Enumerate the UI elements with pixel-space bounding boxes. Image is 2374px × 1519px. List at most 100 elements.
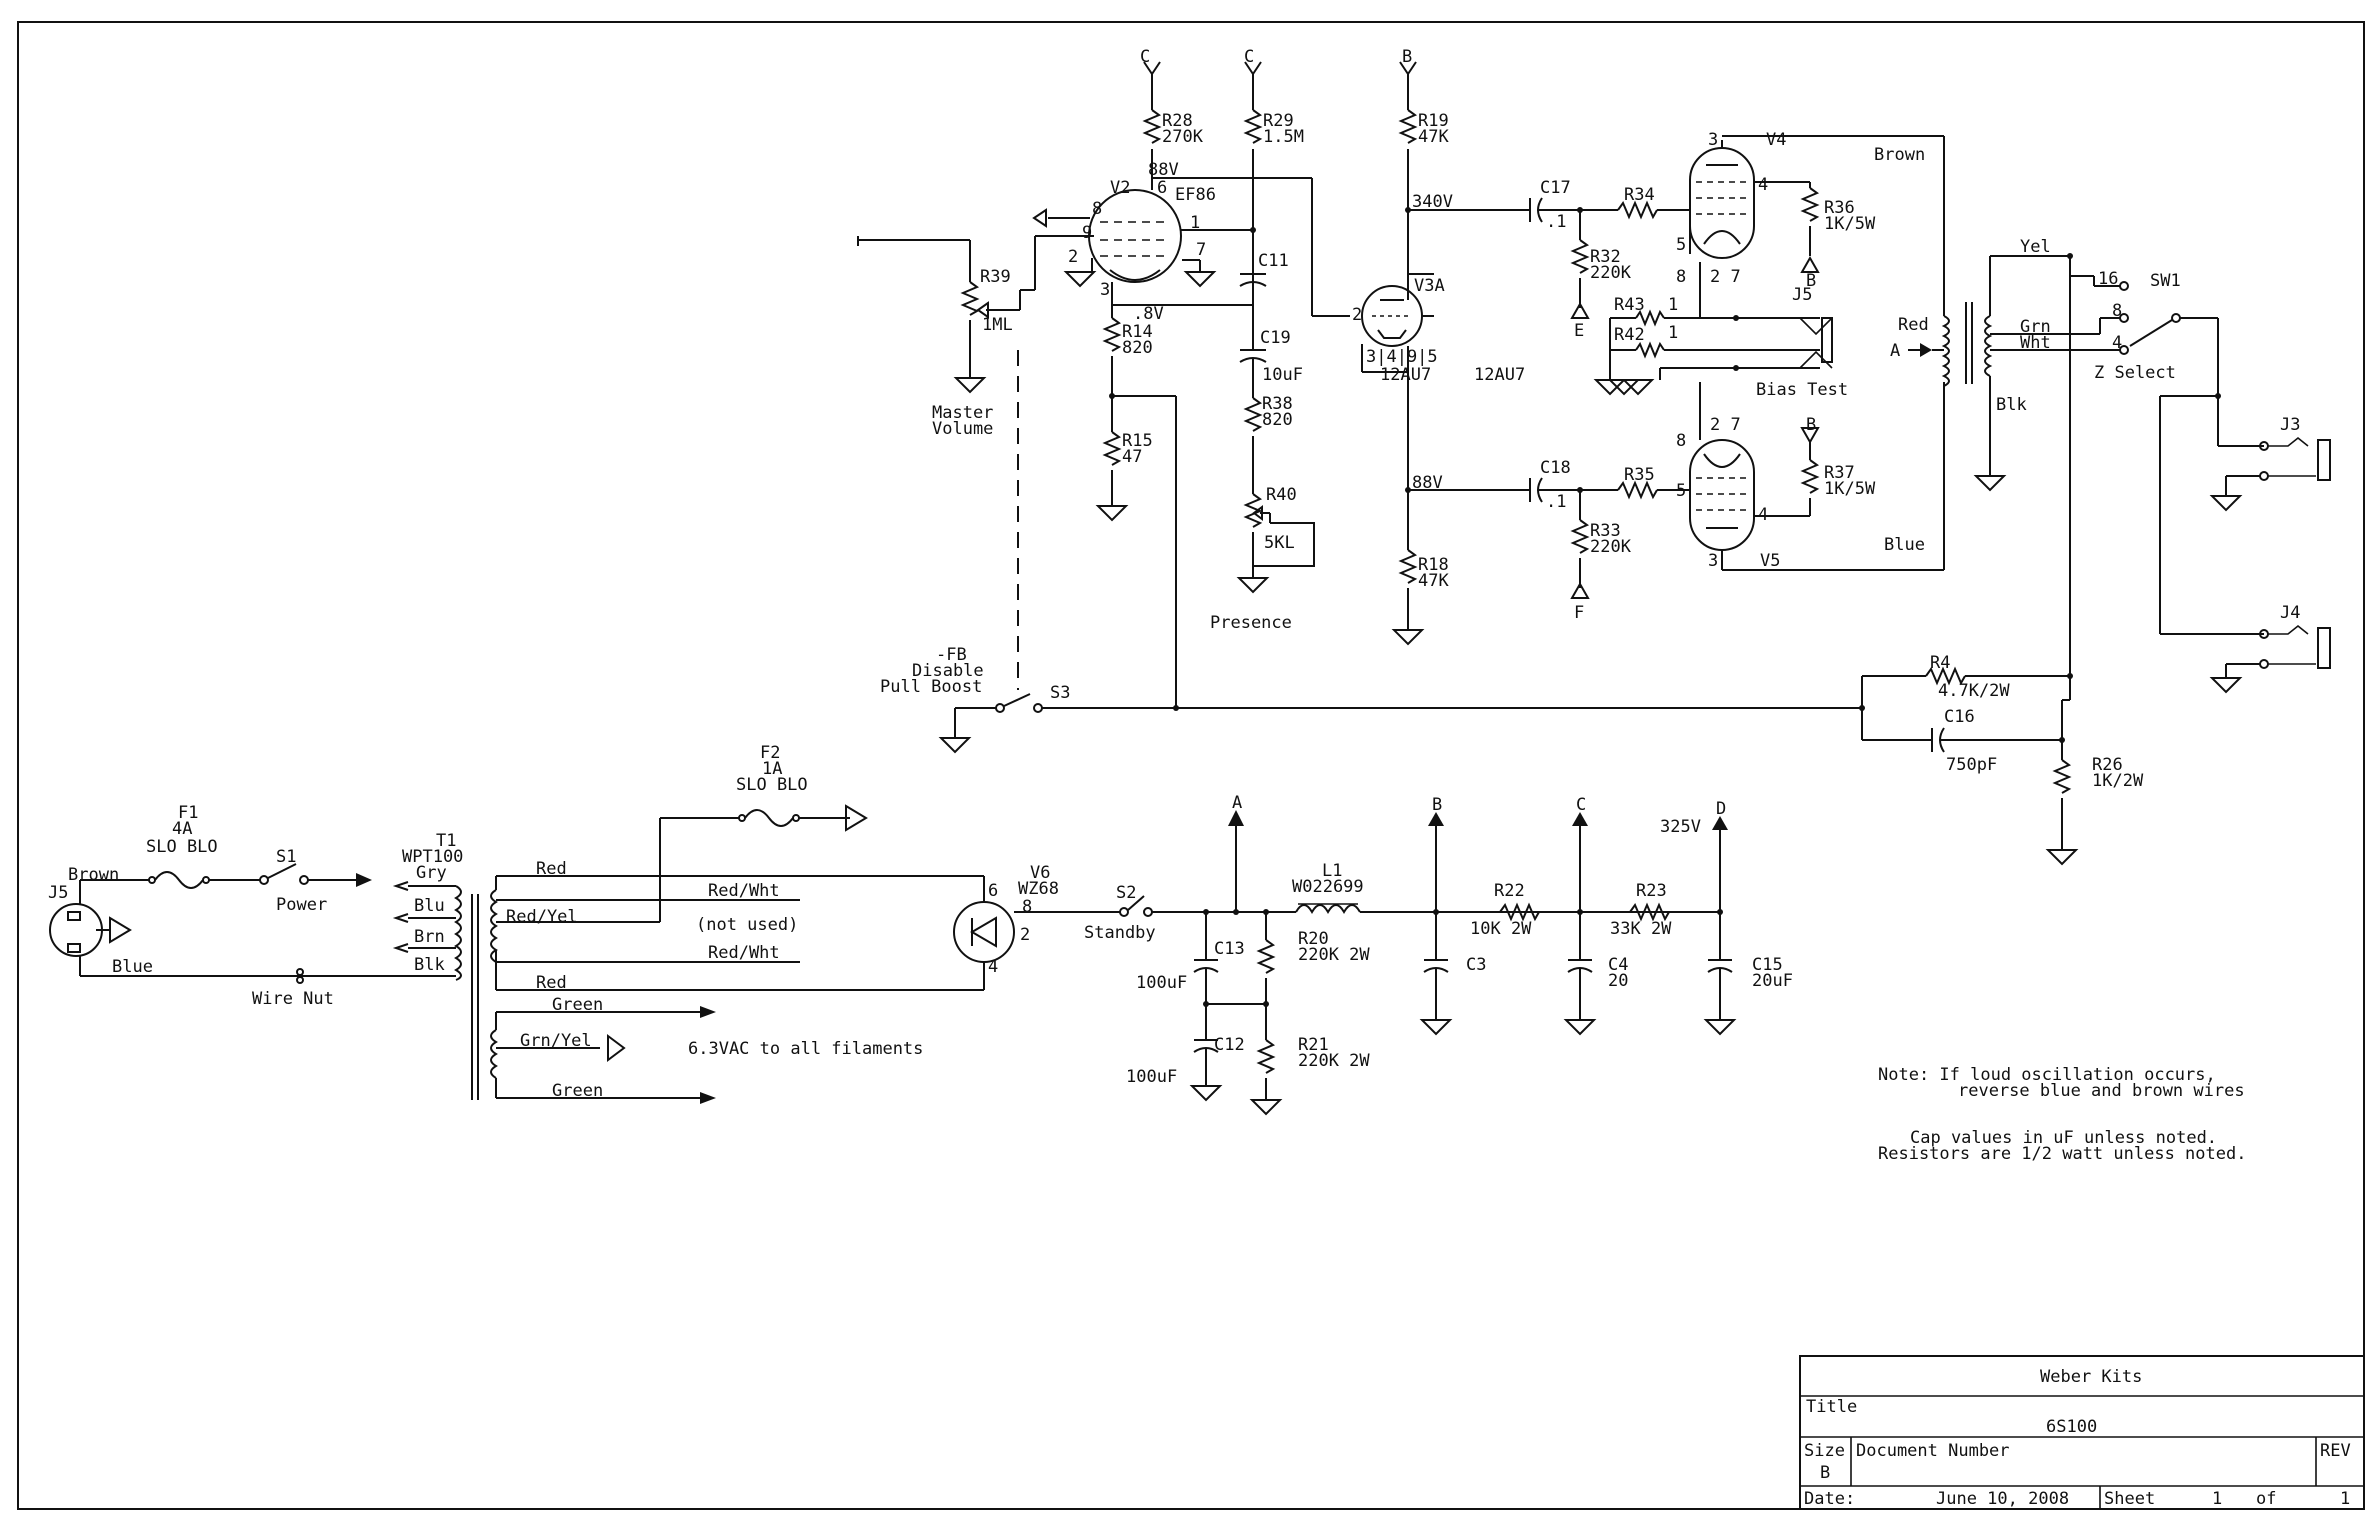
z-select-label: Z Select	[2094, 363, 2176, 383]
r4-value: 4.7K/2W	[1938, 681, 2010, 701]
r34-label: R34	[1624, 185, 1655, 205]
brn-label: Brn	[414, 927, 445, 947]
c13-label: C13	[1214, 939, 1245, 959]
fb-label-3: Pull Boost	[880, 677, 982, 697]
r36-value: 1K/5W	[1824, 214, 1876, 234]
r42-pin1: 1	[1668, 323, 1678, 343]
redwht1-label: Red/Wht	[708, 881, 780, 901]
l1-label: L1	[1322, 861, 1342, 881]
iec-brown-label: Brown	[68, 865, 119, 885]
date-value: June 10, 2008	[1936, 1489, 2069, 1509]
j4-label: J4	[2280, 603, 2300, 623]
r29-label: R29	[1263, 111, 1294, 131]
r23-label: R23	[1636, 881, 1667, 901]
rail-label-a: A	[1232, 793, 1242, 813]
note2-line1: Cap values in uF unless noted.	[1910, 1128, 2217, 1148]
wht-label: Wht	[2020, 333, 2051, 353]
v3-pin2: 2	[1352, 305, 1362, 325]
f2-type: SLO BLO	[736, 775, 808, 795]
r39-label: R39	[980, 267, 1011, 287]
r43-pin1: 1	[1668, 295, 1678, 315]
r38-value: 820	[1262, 410, 1293, 430]
not-used-label: (not used)	[696, 915, 798, 935]
green2-label: Green	[552, 1081, 603, 1101]
b-label-r37: B	[1806, 415, 1816, 435]
v2-pin9: 9	[1082, 223, 1092, 243]
v340-label: 340V	[1412, 192, 1453, 212]
page-border	[17, 21, 2365, 1510]
f1-type: SLO BLO	[146, 837, 218, 857]
j5-bias-label: J5	[1792, 285, 1812, 305]
c12-label: C12	[1214, 1035, 1245, 1055]
rail-label-b1: B	[1402, 47, 1412, 67]
v2-pin8: 8	[1092, 199, 1102, 219]
r21-label: R21	[1298, 1035, 1329, 1055]
e-label: E	[1574, 321, 1584, 341]
r22-value: 10K 2W	[1470, 919, 1532, 939]
c13-value: 100uF	[1136, 973, 1187, 993]
red-label: Red	[1898, 315, 1929, 335]
c18-value: .1	[1546, 492, 1566, 512]
f-label: F	[1574, 603, 1584, 623]
v3-tube-label-2: 12AU7	[1474, 365, 1525, 385]
sw1-pos4: 4	[2112, 333, 2122, 353]
v88-label-b: 88V	[1412, 473, 1443, 493]
r33-value: 220K	[1590, 537, 1632, 557]
fb-label-1: -FB	[936, 645, 967, 665]
date-label: Date:	[1804, 1489, 1855, 1509]
c3-label: C3	[1466, 955, 1486, 975]
power-label: Power	[276, 895, 327, 915]
sheet-of: of	[2256, 1489, 2276, 1509]
v4-pin3: 3	[1708, 130, 1718, 150]
blu-label: Blu	[414, 896, 445, 916]
title-company: Weber Kits	[2040, 1367, 2142, 1387]
v5-tube	[1689, 439, 1755, 551]
note2-line2: Resistors are 1/2 watt unless noted.	[1878, 1144, 2246, 1164]
tblk-label: Blk	[414, 955, 445, 975]
r28-label: R28	[1162, 111, 1193, 131]
bias-test-label: Bias Test	[1756, 380, 1848, 400]
note1-line2: reverse blue and brown wires	[1958, 1081, 2245, 1101]
c15-value: 20uF	[1752, 971, 1793, 991]
r42-label: R42	[1614, 325, 1645, 345]
s2-label: S2	[1116, 883, 1136, 903]
r29-value: 1.5M	[1263, 127, 1304, 147]
r18-label: R18	[1418, 555, 1449, 575]
r37-value: 1K/5W	[1824, 479, 1876, 499]
t1-model: WPT100	[402, 847, 463, 867]
v5-pin8: 8	[1676, 431, 1686, 451]
note1-line1: Note: If loud oscillation occurs,	[1878, 1065, 2216, 1085]
green1-label: Green	[552, 995, 603, 1015]
r28-value: 270K	[1162, 127, 1204, 147]
phase-inverter: B R19 47K 340V C17 .1 R34 R32 220K E	[1352, 47, 1690, 645]
b-label-r36: B	[1806, 271, 1816, 291]
title-label: Title	[1806, 1397, 1857, 1417]
rail-label-b: B	[1432, 795, 1442, 815]
v2-pin7: 7	[1196, 240, 1206, 260]
notes: Note: If loud oscillation occurs, revers…	[1878, 1065, 2246, 1164]
v3-pins: 3|4|9|5	[1366, 347, 1438, 367]
rail-label-c1: C	[1140, 47, 1150, 67]
v2-tube	[1088, 189, 1182, 283]
r40-label: R40	[1266, 485, 1297, 505]
standby-label: Standby	[1084, 923, 1156, 943]
r19-value: 47K	[1418, 127, 1449, 147]
brown-label: Brown	[1874, 145, 1925, 165]
preamp-ef86: C C R28 270K 88V R29 1.5M V2 EF86 8 6 9 …	[1032, 47, 1350, 708]
v6-rectifier	[953, 901, 1015, 963]
v3a-label: V3A	[1414, 276, 1445, 296]
v6-pin6: 6	[988, 881, 998, 901]
docnum-label: Document Number	[1856, 1441, 2010, 1461]
yel-label: Yel	[2020, 237, 2051, 257]
v88-label-a: 88V	[1148, 160, 1179, 180]
c4-label: C4	[1608, 955, 1628, 975]
wz68-label: WZ68	[1018, 879, 1059, 899]
v6-label: V6	[1030, 863, 1050, 883]
c15-label: C15	[1752, 955, 1783, 975]
sw1-pos8: 8	[2112, 301, 2122, 321]
v3-tube-label: 12AU7	[1380, 365, 1431, 385]
t-red-label: Red	[536, 859, 567, 879]
master-label-1: Master	[932, 403, 993, 423]
rail-label-c: C	[1576, 795, 1586, 815]
t-redyel-label: Red/Yel	[506, 907, 578, 927]
